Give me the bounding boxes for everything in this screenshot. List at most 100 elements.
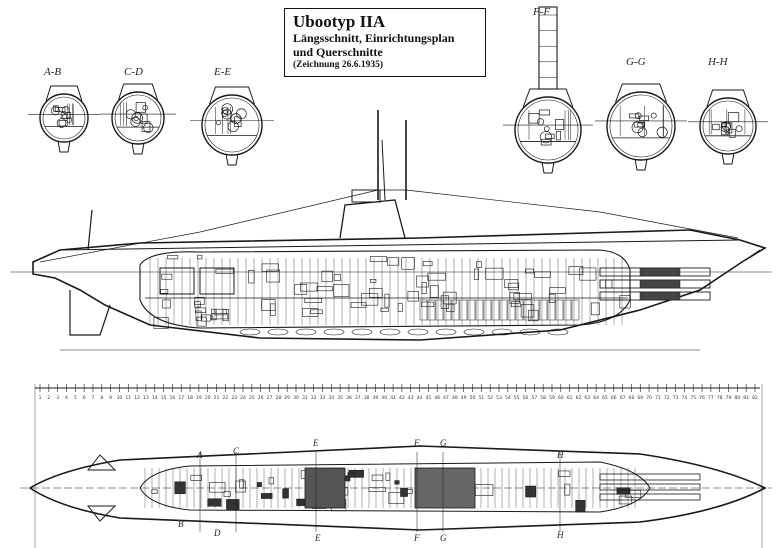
- battery-cell: [555, 299, 564, 321]
- keel: [131, 142, 145, 155]
- plan-marker-e-top: E: [313, 438, 319, 448]
- equipment: [304, 298, 323, 303]
- section-label-ab: A-B: [44, 66, 62, 78]
- scale-number: 35: [337, 395, 343, 401]
- hull-circle: [39, 93, 89, 143]
- equipment: [416, 275, 429, 288]
- equipment: [321, 270, 333, 283]
- plan-equipment: [616, 487, 631, 495]
- scale-number: 68: [629, 395, 635, 401]
- scale-number: 44: [417, 395, 423, 401]
- scale-number: 56: [523, 395, 529, 401]
- scale-number: 29: [284, 395, 290, 401]
- fitting: [729, 128, 736, 138]
- scale-number: 21: [214, 395, 220, 401]
- battery-cell: [483, 299, 492, 321]
- equipment: [153, 317, 169, 329]
- scale-number: 65: [602, 395, 608, 401]
- plan-equipment: [525, 485, 537, 498]
- scale-number: 1: [39, 395, 42, 401]
- battery-cell: [467, 299, 476, 321]
- battery-cell: [451, 299, 460, 321]
- inner-hull: [42, 96, 86, 140]
- bottom-tank: [491, 328, 513, 336]
- plan-equipment: [223, 491, 231, 497]
- fitting: [656, 126, 668, 138]
- scale-number: 42: [399, 395, 405, 401]
- torpedo: [639, 267, 681, 277]
- fitting: [54, 107, 66, 112]
- section-ff: [503, 6, 593, 174]
- plan-equipment: [368, 487, 386, 492]
- plan-marker-h-bottom: H: [557, 530, 564, 540]
- plan-equipment: [239, 479, 245, 489]
- bottom-tank: [323, 328, 345, 336]
- fitting: [56, 118, 67, 128]
- scale-number: 36: [346, 395, 352, 401]
- plan-equipment: [385, 472, 391, 481]
- equipment: [507, 282, 519, 291]
- scale-number: 20: [205, 395, 211, 401]
- torpedo: [639, 291, 681, 301]
- scale-number: 7: [92, 395, 95, 401]
- battery-cell: [419, 299, 428, 321]
- fitting: [537, 118, 545, 126]
- scale-number: 48: [452, 395, 458, 401]
- title-subtitle-1: Längsschnitt, Einrichtungsplan: [293, 31, 455, 45]
- inner-hull: [114, 94, 162, 142]
- battery-cell: [539, 299, 548, 321]
- conning-tower: [538, 6, 558, 90]
- battery-cell: [459, 299, 468, 321]
- plan-equipment: [260, 493, 273, 499]
- scale-number: 75: [690, 395, 696, 401]
- deck-casing: [209, 86, 255, 105]
- scale-number: 18: [187, 395, 193, 401]
- plan-equipment: [347, 472, 356, 478]
- longitudinal-section: [10, 110, 772, 351]
- fitting: [221, 103, 234, 115]
- scale-number: 39: [373, 395, 379, 401]
- plan-torpedo-tube: [599, 493, 701, 501]
- control-room: [304, 467, 346, 509]
- equipment: [195, 307, 206, 313]
- torpedo: [639, 279, 681, 289]
- fitting: [735, 125, 743, 133]
- scale-number: 32: [311, 395, 317, 401]
- battery-cell: [427, 299, 436, 321]
- bottom-tank: [519, 328, 541, 336]
- scale-number: 51: [478, 395, 484, 401]
- scale-number: 4: [65, 395, 68, 401]
- fitting: [650, 112, 657, 119]
- fitting: [721, 121, 727, 127]
- equipment: [215, 268, 234, 274]
- equipment: [270, 303, 276, 316]
- equipment: [605, 279, 613, 289]
- bridge: [351, 189, 381, 203]
- fitting: [543, 126, 550, 132]
- scale-number: 46: [434, 395, 440, 401]
- keel: [541, 161, 555, 174]
- mast: [381, 139, 386, 201]
- plan-marker-f-bottom: F: [414, 533, 420, 543]
- scale-number: 17: [178, 395, 184, 401]
- keel: [634, 158, 648, 171]
- scale-number: 25: [249, 395, 255, 401]
- fitting: [130, 116, 141, 127]
- deck-plan: [20, 445, 772, 532]
- equipment: [210, 308, 217, 321]
- bottom-tank: [547, 328, 569, 336]
- plan-marker-c: C: [233, 446, 240, 456]
- plan-equipment: [235, 480, 246, 493]
- battery-cell: [443, 299, 452, 321]
- battery-cell: [507, 299, 516, 321]
- scale-number: 19: [196, 395, 202, 401]
- fitting: [724, 122, 733, 134]
- equipment: [248, 270, 255, 284]
- battery-cell: [435, 299, 444, 321]
- bottom-tank: [267, 328, 289, 336]
- inner-hull: [702, 100, 754, 152]
- equipment: [619, 295, 631, 309]
- scale-number: 27: [267, 395, 273, 401]
- upper-deck: [59, 239, 741, 251]
- battery-cell: [499, 299, 508, 321]
